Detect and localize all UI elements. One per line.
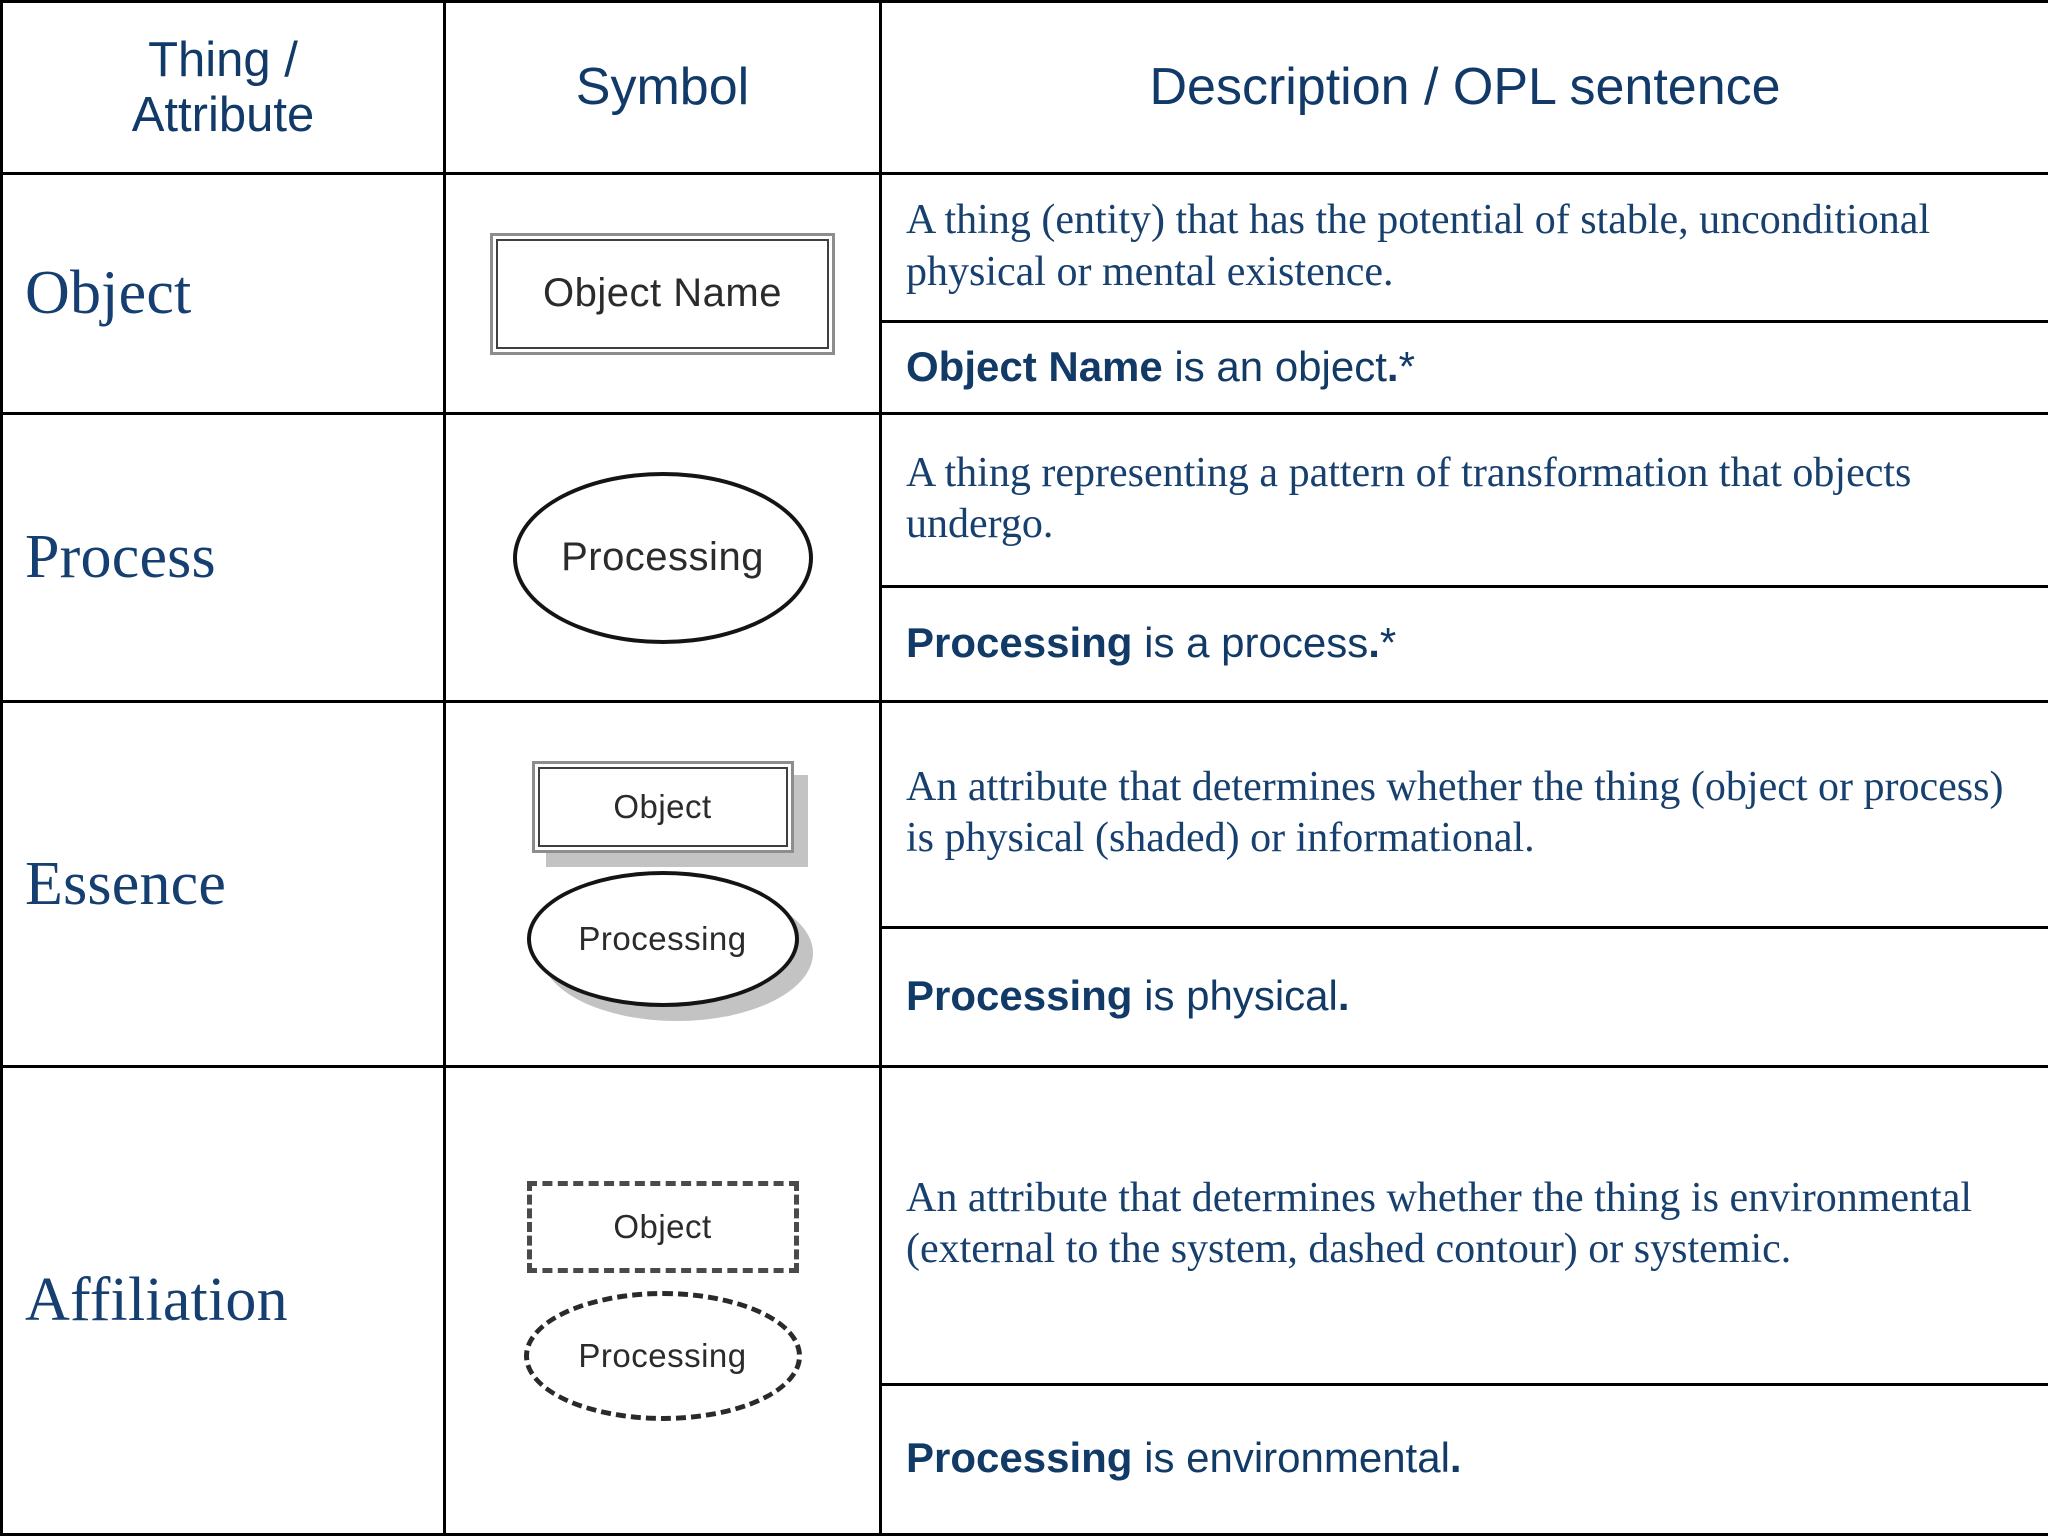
opl-predicate-essence: is physical <box>1132 971 1338 1019</box>
row-label-affiliation: Affiliation <box>25 1266 288 1334</box>
description-subrow-essence: An attribute that determines whether the… <box>882 703 2048 929</box>
row-label-cell-process: Process <box>0 412 446 703</box>
description-subrow-object: A thing (entity) that has the potential … <box>882 175 2048 324</box>
description-opl-stack-affiliation: An attribute that determines whether the… <box>882 1068 2048 1533</box>
table-row-process: Process Processing A thing representing … <box>0 412 2048 703</box>
row-label-essence: Essence <box>25 849 227 918</box>
opl-sentence-essence: Processing is physical. <box>882 958 2048 1036</box>
process-ellipse-label: Processing <box>561 535 764 579</box>
opl-terminator-essence: . <box>1337 971 1350 1019</box>
row-label-object: Object <box>25 259 192 327</box>
description-opl-stack-process: A thing representing a pattern of transf… <box>882 415 2048 700</box>
opl-predicate-object: is an object <box>1162 342 1387 390</box>
description-cell-affiliation: An attribute that determines whether the… <box>879 1065 2048 1536</box>
table-row-essence: Essence Object Processing <box>0 700 2048 1068</box>
essence-object-label: Object <box>613 788 712 825</box>
affiliation-process-label: Processing <box>578 1336 747 1374</box>
description-text-process: A thing representing a pattern of transf… <box>906 449 1912 547</box>
header-cell-thing-attribute: Thing / Attribute <box>0 0 446 175</box>
row-label-cell-object: Object <box>0 172 446 415</box>
opl-note-process: * <box>1379 618 1397 666</box>
symbol-cell-process: Processing <box>443 412 882 703</box>
description-opl-stack-object: A thing (entity) that has the potential … <box>882 175 2048 412</box>
opl-note-object: * <box>1398 342 1415 390</box>
symbol-cell-object: Object Name <box>443 172 882 415</box>
essence-object-rectangle-symbol: Object <box>531 761 794 853</box>
description-opl-stack-essence: An attribute that determines whether the… <box>882 703 2048 1065</box>
opl-subject-essence: Processing <box>906 971 1133 1019</box>
header-symbol: Symbol <box>575 58 750 117</box>
table-row-object: Object Object Name A thing (entity) that… <box>0 172 2048 415</box>
opl-sentence-object: Object Name is an object.* <box>882 329 2048 407</box>
opl-subrow-affiliation: Processing is environmental. <box>882 1384 2048 1533</box>
opl-subject-object: Object Name <box>906 342 1163 390</box>
opl-predicate-process: is a process <box>1132 618 1369 666</box>
opl-sentence-process: Processing is a process.* <box>882 605 2048 683</box>
symbol-group-essence: Object Processing <box>446 703 879 1065</box>
opl-terminator-affiliation: . <box>1449 1434 1462 1482</box>
opl-subject-affiliation: Processing <box>906 1434 1133 1482</box>
header-cell-description: Description / OPL sentence <box>879 0 2048 175</box>
description-text-essence: An attribute that determines whether the… <box>906 764 2004 862</box>
row-label-cell-essence: Essence <box>0 700 446 1068</box>
essence-process-shadowed-wrapper: Processing <box>526 871 813 1021</box>
description-subrow-process: A thing representing a pattern of transf… <box>882 415 2048 588</box>
essence-process-label: Processing <box>578 920 747 957</box>
object-rectangle-label: Object Name <box>543 271 782 315</box>
description-cell-object: A thing (entity) that has the potential … <box>879 172 2048 415</box>
header-thing-attribute-line2: Attribute <box>131 87 315 142</box>
symbol-cell-affiliation: Object Processing <box>443 1065 882 1536</box>
opl-predicate-affiliation: is environmental <box>1132 1434 1450 1482</box>
essence-process-ellipse-symbol: Processing <box>526 871 799 1007</box>
row-label-cell-affiliation: Affiliation <box>0 1065 446 1536</box>
opl-terminator-process: . <box>1368 618 1380 666</box>
opl-subrow-essence: Processing is physical. <box>882 927 2048 1065</box>
table-row-affiliation: Affiliation Object Processing An attrib <box>0 1065 2048 1536</box>
affiliation-process-dashed-symbol: Processing <box>523 1290 802 1421</box>
description-cell-essence: An attribute that determines whether the… <box>879 700 2048 1068</box>
description-text-object: A thing (entity) that has the potential … <box>906 197 1931 295</box>
description-subrow-affiliation: An attribute that determines whether the… <box>882 1068 2048 1386</box>
opl-subrow-object: Object Name is an object.* <box>882 321 2048 412</box>
header-thing-attribute: Thing / Attribute <box>3 27 443 149</box>
symbol-group-process: Processing <box>446 415 879 700</box>
object-rectangle-symbol: Object Name <box>490 232 835 355</box>
affiliation-object-dashed-symbol: Object <box>526 1180 799 1273</box>
symbol-group-object: Object Name <box>446 175 879 412</box>
symbol-cell-essence: Object Processing <box>443 700 882 1068</box>
description-text-affiliation: An attribute that determines whether the… <box>906 1175 1973 1273</box>
opl-subject-process: Processing <box>906 618 1133 666</box>
table-header-row: Thing / Attribute Symbol Description / O… <box>0 0 2048 175</box>
header-description-opl: Description / OPL sentence <box>1149 58 1781 117</box>
opl-terminator-object: . <box>1386 342 1399 390</box>
description-cell-process: A thing representing a pattern of transf… <box>879 412 2048 703</box>
row-label-process: Process <box>25 523 216 591</box>
essence-object-shadowed-wrapper: Object <box>531 761 808 867</box>
affiliation-object-label: Object <box>613 1207 712 1245</box>
header-thing-attribute-line1: Thing / <box>148 32 298 87</box>
header-cell-symbol: Symbol <box>443 0 882 175</box>
opl-subrow-process: Processing is a process.* <box>882 586 2048 700</box>
process-ellipse-symbol: Processing <box>512 471 813 644</box>
opl-sentence-affiliation: Processing is environmental. <box>882 1420 2048 1498</box>
symbol-group-affiliation: Object Processing <box>446 1068 879 1533</box>
